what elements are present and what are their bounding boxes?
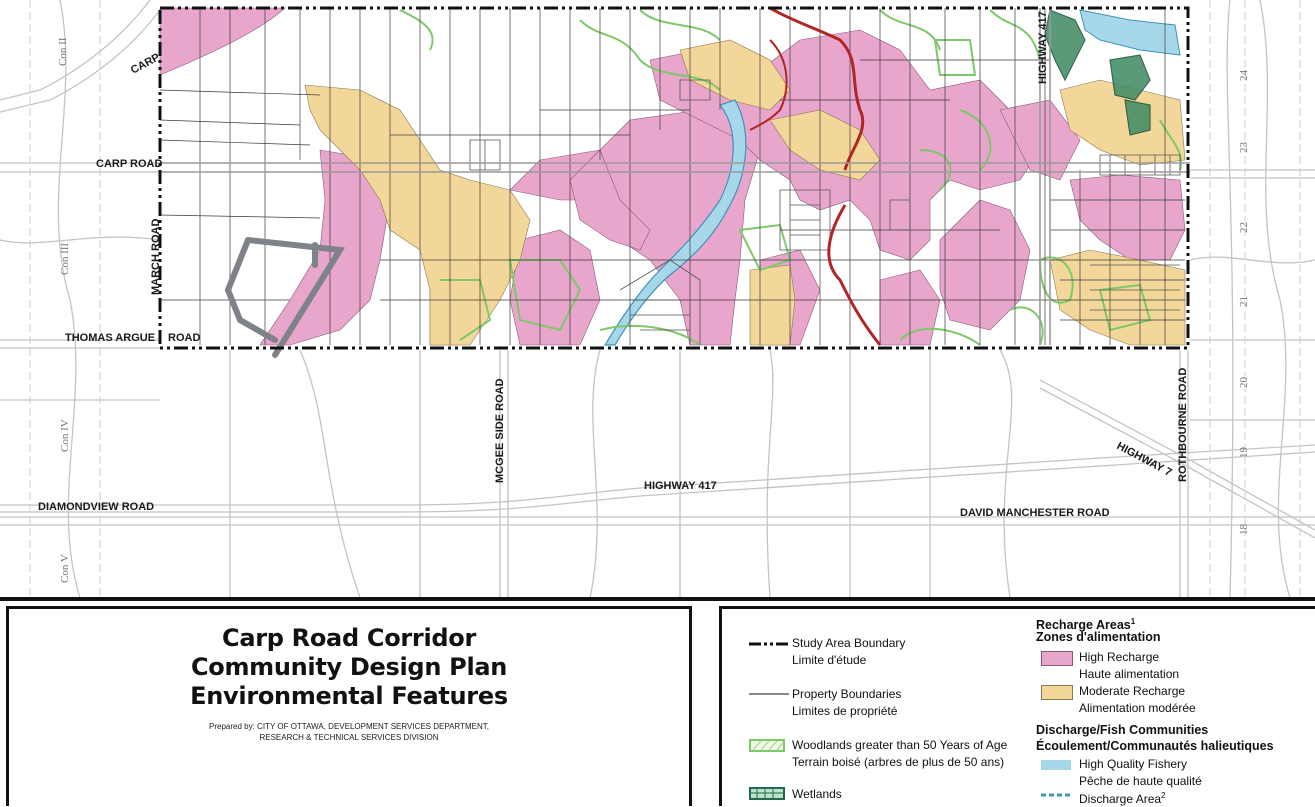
label-lot-21: 21 bbox=[1238, 296, 1250, 307]
legend-fishery-en: High Quality Fishery bbox=[1079, 757, 1188, 771]
road-network bbox=[0, 0, 1315, 598]
legend-woodlands-en: Woodlands greater than 50 Years of Age bbox=[792, 738, 1008, 752]
airport-outline bbox=[224, 237, 346, 358]
label-lot-19: 19 bbox=[1238, 447, 1250, 459]
legend: Study Area Boundary Limite d'étude Prope… bbox=[719, 606, 1315, 806]
map-canvas: CARP CARP ROAD MARCH ROAD THOMAS ARGUE R… bbox=[0, 0, 1315, 598]
legend-discharge-heading-fr: Écoulement/Communautés halieutiques bbox=[1036, 739, 1274, 753]
environmental-features-map[interactable]: CARP CARP ROAD MARCH ROAD THOMAS ARGUE R… bbox=[0, 0, 1315, 598]
title-line-1: Carp Road Corridor bbox=[222, 624, 476, 652]
label-con-iii: Con III bbox=[59, 243, 71, 275]
label-diamondview: DIAMONDVIEW ROAD bbox=[38, 501, 154, 513]
legend-high-recharge-fr: Haute alimentation bbox=[1079, 667, 1180, 681]
study-area-features bbox=[159, 6, 1186, 346]
prepared-by-line-1: Prepared by: CITY OF OTTAWA, DEVELOPMENT… bbox=[209, 722, 489, 731]
legend-recharge-heading: Recharge Areas1 bbox=[1036, 617, 1136, 633]
label-march-road: MARCH ROAD bbox=[150, 219, 162, 295]
label-lot-22: 22 bbox=[1238, 222, 1250, 233]
prepared-by-line-2: RESEARCH & TECHNICAL SERVICES DIVISION bbox=[259, 733, 439, 742]
property-boundary-swatch bbox=[749, 693, 789, 695]
title-line-3: Environmental Features bbox=[190, 682, 508, 710]
legend-discharge-area: Discharge Area2 bbox=[1079, 791, 1166, 806]
label-david-manchester: DAVID MANCHESTER ROAD bbox=[960, 507, 1110, 519]
study-area-boundary bbox=[158, 6, 1190, 350]
label-lot-18: 18 bbox=[1238, 524, 1250, 536]
high-recharge-swatch bbox=[1041, 651, 1073, 666]
label-mcgee: MCGEE SIDE ROAD bbox=[494, 378, 506, 483]
legend-discharge-heading: Discharge/Fish Communities bbox=[1036, 723, 1209, 737]
woodlands-swatch bbox=[749, 739, 785, 752]
legend-study-area-fr: Limite d'étude bbox=[792, 653, 867, 667]
label-highway-417: HIGHWAY 417 bbox=[644, 480, 717, 492]
map-bottom-rule bbox=[0, 597, 1315, 601]
lot-dash-lines bbox=[29, 0, 1301, 598]
legend-fishery-fr: Pêche de haute qualité bbox=[1079, 774, 1202, 788]
study-area-boundary-swatch bbox=[749, 642, 789, 646]
label-carp-road: CARP ROAD bbox=[96, 158, 162, 170]
label-rothbourne: ROTHBOURNE ROAD bbox=[1177, 368, 1189, 482]
moderate-recharge-swatch bbox=[1041, 685, 1073, 700]
title-line-2: Community Design Plan bbox=[190, 653, 508, 681]
discharge-area-swatch bbox=[1041, 793, 1071, 797]
legend-high-recharge-en: High Recharge bbox=[1079, 650, 1160, 664]
legend-woodlands-fr: Terrain boisé (arbres de plus de 50 ans) bbox=[792, 755, 1005, 769]
label-lot-24: 24 bbox=[1238, 70, 1250, 82]
label-lot-20: 20 bbox=[1238, 377, 1250, 389]
legend-property-en: Property Boundaries bbox=[792, 687, 902, 701]
legend-study-area-en: Study Area Boundary bbox=[792, 636, 906, 650]
legend-moderate-recharge-en: Moderate Recharge bbox=[1079, 684, 1186, 698]
major-roads bbox=[160, 8, 1190, 345]
legend-wetlands-en: Wetlands bbox=[792, 787, 842, 801]
label-thomas-argue: THOMAS ARGUE bbox=[65, 332, 155, 344]
label-road-suffix: ROAD bbox=[168, 332, 200, 344]
label-lot-23: 23 bbox=[1238, 142, 1250, 154]
high-quality-fishery-swatch bbox=[1041, 760, 1071, 770]
legend-property-fr: Limites de propriété bbox=[792, 704, 898, 718]
label-con-ii: Con II bbox=[57, 37, 69, 66]
title-block: Carp Road Corridor Community Design Plan… bbox=[6, 606, 692, 806]
label-highway-417-top: HIGHWAY 417 bbox=[1037, 11, 1049, 84]
legend-recharge-heading-fr: Zones d'alimentation bbox=[1036, 630, 1161, 644]
label-con-v: Con V bbox=[59, 554, 71, 583]
legend-moderate-recharge-fr: Alimentation modérée bbox=[1079, 701, 1196, 715]
label-con-iv: Con IV bbox=[59, 419, 71, 452]
